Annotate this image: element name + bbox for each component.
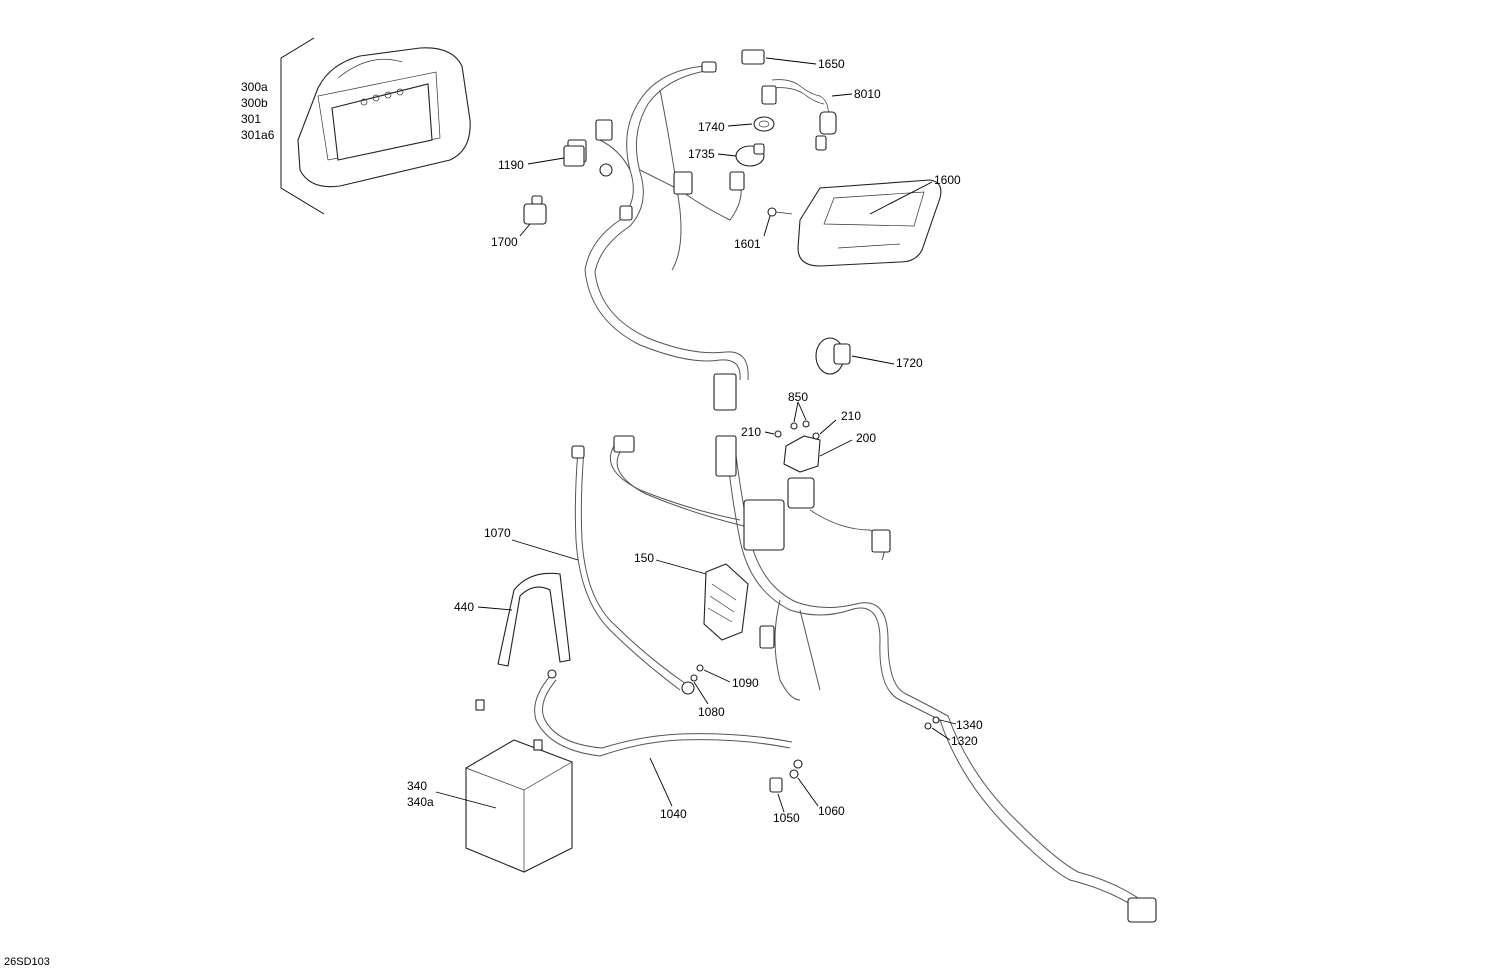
callout-300b: 300b	[241, 96, 268, 110]
callout-210-left: 210	[741, 425, 761, 439]
callout-1190: 1190	[498, 158, 524, 172]
callout-850: 850	[788, 390, 808, 404]
callout-1600: 1600	[934, 173, 961, 187]
speaker-assembly	[280, 37, 471, 215]
callout-440: 440	[454, 600, 474, 614]
battery-strap-440: 440	[454, 572, 571, 667]
fasteners-1050-1060: 1050 1060	[769, 769, 845, 825]
solenoid-200: 850 210 210 200	[741, 390, 876, 473]
callout-1090: 1090	[732, 676, 759, 690]
callout-210-right: 210	[841, 409, 861, 423]
cable-1070: 1070	[484, 445, 695, 695]
callout-340a: 340a	[407, 795, 434, 809]
callout-1700: 1700	[491, 235, 518, 249]
fasteners-1340-1320: 1340 1320	[924, 716, 983, 748]
relay-1190: 1190	[498, 145, 585, 172]
callout-1720: 1720	[896, 356, 923, 370]
display-gauge-1600: 1600	[797, 173, 961, 267]
callout-1060: 1060	[818, 804, 845, 818]
callout-1080: 1080	[698, 705, 725, 719]
voltage-regulator-150: 150	[634, 551, 749, 641]
diagram-code: 26SD103	[4, 956, 50, 968]
callout-1340: 1340	[956, 718, 983, 732]
coiled-cord-8010: 8010	[761, 79, 881, 151]
switch-1735: 1735	[688, 143, 765, 167]
callout-8010: 8010	[854, 87, 881, 101]
callout-1050: 1050	[773, 811, 800, 825]
speaker-callout-list: 300a 300b 301 301a6	[241, 80, 275, 142]
main-wiring-harness	[609, 435, 1157, 923]
callout-1650: 1650	[818, 57, 845, 71]
screw-1601: 1601	[734, 207, 793, 251]
callout-300a: 300a	[241, 80, 268, 94]
callout-1740: 1740	[698, 120, 725, 134]
callout-1040: 1040	[660, 807, 687, 821]
callout-1735: 1735	[688, 147, 715, 161]
battery-340: 340 340a	[407, 699, 573, 873]
nut-1740: 1740	[698, 116, 775, 134]
component-1700: 1700	[491, 195, 547, 249]
callout-150: 150	[634, 551, 654, 565]
battery-cable-1040: 1040	[534, 669, 803, 821]
callout-1070: 1070	[484, 526, 511, 540]
callout-301: 301	[241, 112, 261, 126]
callout-1320: 1320	[951, 734, 978, 748]
upper-wiring-harness	[567, 65, 749, 411]
callout-340: 340	[407, 779, 427, 793]
callout-1601: 1601	[734, 237, 761, 251]
connector-1650: 1650	[701, 49, 845, 73]
callout-200: 200	[856, 431, 876, 445]
callout-301a6: 301a6	[241, 128, 275, 142]
grommet-1720: 1720	[815, 337, 923, 375]
fasteners-1090-1080: 1090 1080	[690, 664, 759, 719]
